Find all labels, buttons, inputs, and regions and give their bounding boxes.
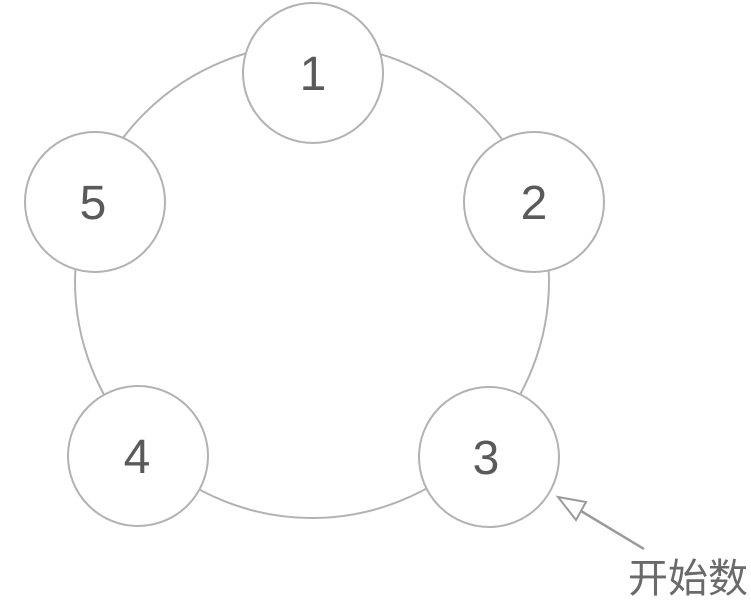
node-3: 3 xyxy=(418,386,560,528)
node-5: 5 xyxy=(24,131,166,273)
arrow-head-icon xyxy=(555,495,588,522)
annotation-arrow xyxy=(555,495,645,551)
node-4-circle xyxy=(67,385,209,527)
annotation-label: 开始数 xyxy=(628,557,748,601)
arrow-shaft xyxy=(580,509,645,551)
node-2: 2 xyxy=(463,131,605,273)
node-5-circle xyxy=(24,131,166,273)
node-3-circle xyxy=(418,386,560,528)
node-2-label: 2 xyxy=(521,177,548,230)
node-2-circle xyxy=(463,131,605,273)
node-3-label: 3 xyxy=(473,432,500,485)
node-1: 1 xyxy=(242,2,384,144)
node-5-label: 5 xyxy=(80,177,107,230)
node-1-circle xyxy=(242,2,384,144)
node-4-label: 4 xyxy=(124,431,151,484)
node-1-label: 1 xyxy=(300,48,327,101)
node-4: 4 xyxy=(67,385,209,527)
